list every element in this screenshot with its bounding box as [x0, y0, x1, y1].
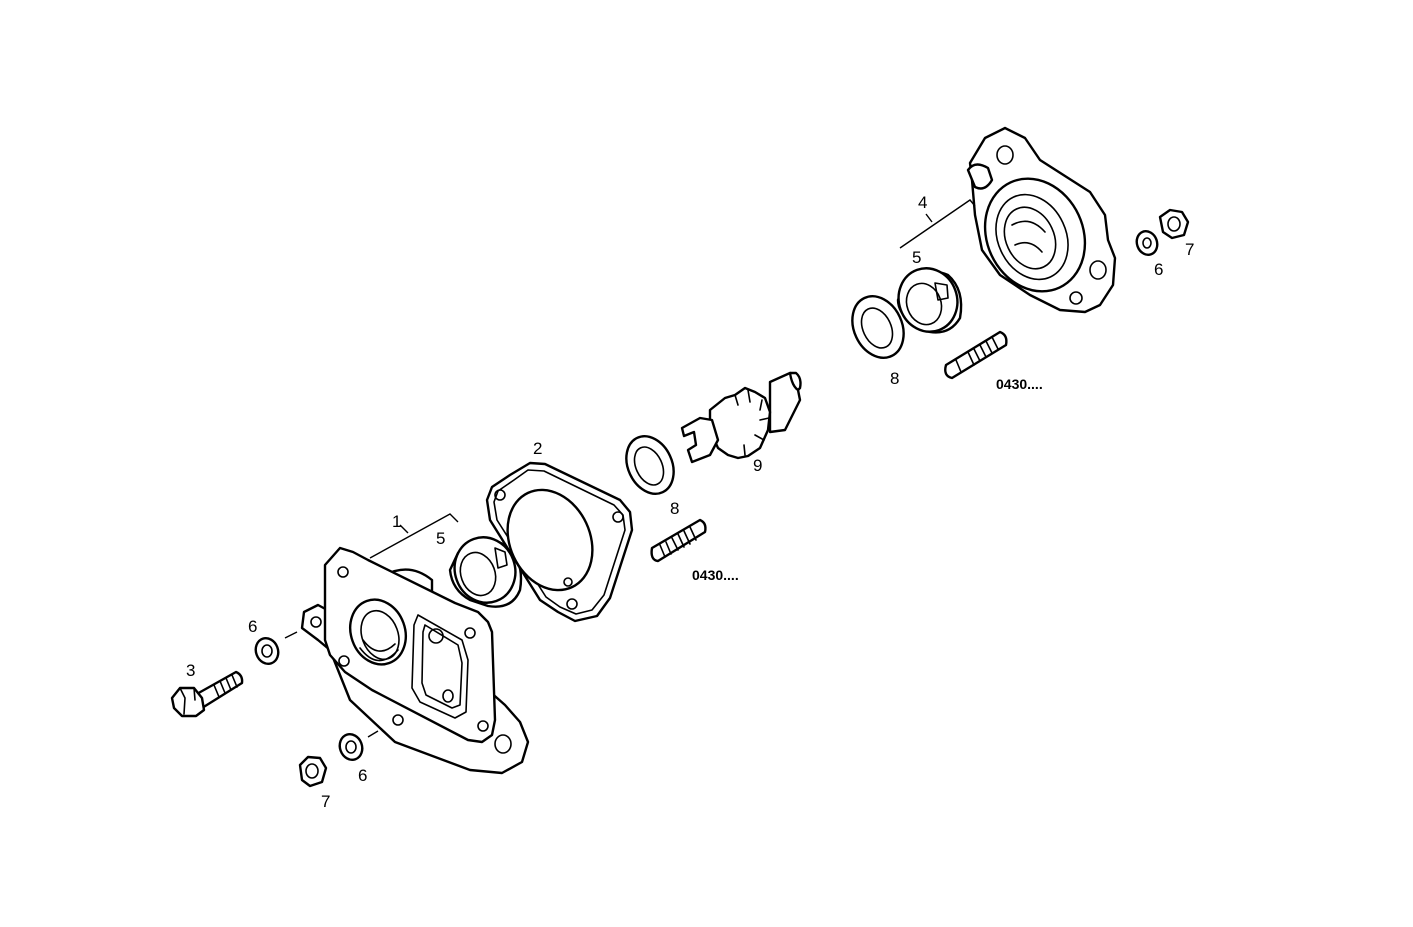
washer-part-6-right	[1135, 230, 1159, 256]
callout-6-right: 6	[1154, 260, 1163, 279]
callout-1: 1	[392, 512, 401, 531]
nut-part-7-right	[1158, 208, 1190, 240]
callout-2: 2	[533, 439, 542, 458]
callout-9: 9	[753, 456, 762, 475]
callout-6-bottom: 6	[358, 766, 367, 785]
washer-part-6-bottom	[338, 733, 364, 761]
callout-7-bottom: 7	[321, 792, 330, 811]
stud-reference-middle: 0430....	[692, 567, 739, 583]
gasket-part-2	[485, 461, 634, 623]
bearing-ring-part-5-left	[448, 536, 523, 608]
stud-reference-right: 0430....	[996, 376, 1043, 392]
callout-3: 3	[186, 661, 195, 680]
nut-part-7-bottom	[298, 755, 328, 788]
callout-6-left: 6	[248, 617, 257, 636]
seal-ring-part-8-right	[851, 295, 905, 359]
bearing-ring-part-5-right	[896, 267, 963, 334]
bolt-part-3	[170, 670, 244, 718]
part-reference-labels: 0430.... 0430....	[692, 376, 1043, 583]
callout-4: 4	[918, 193, 927, 212]
housing-part-1	[300, 546, 530, 775]
stud-bolt-right	[944, 330, 1008, 380]
gear-shaft-part-9	[680, 371, 802, 464]
callout-5-right: 5	[912, 248, 921, 267]
seal-ring-part-8-middle	[625, 435, 675, 495]
callout-5-left: 5	[436, 529, 445, 548]
callout-7-right: 7	[1185, 240, 1194, 259]
cover-part-4	[966, 126, 1117, 314]
callout-labels: 1 2 3 4 5 5 6 6 6 7 7 8 8 9	[186, 193, 1194, 811]
washer-part-6-left	[254, 637, 280, 665]
leader-lines	[284, 199, 976, 738]
stud-bolt-middle	[650, 518, 707, 563]
callout-8-middle: 8	[670, 499, 679, 518]
callout-8-right: 8	[890, 369, 899, 388]
